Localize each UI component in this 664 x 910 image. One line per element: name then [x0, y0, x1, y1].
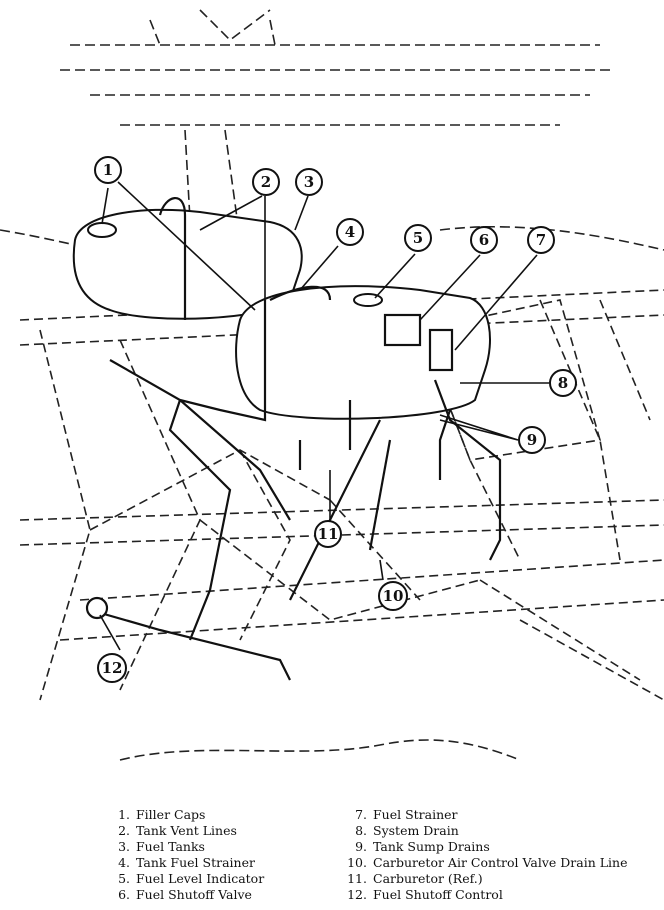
- legend-item: 3.Fuel Tanks: [118, 839, 205, 854]
- fuel-system-diagram: 1 2 3 4 5 6 7 8 9 10 11 12: [0, 9, 664, 761]
- fuel-tanks: [72, 208, 491, 420]
- legend-item: 2.Tank Vent Lines: [118, 823, 237, 838]
- svg-text:7: 7: [536, 231, 546, 249]
- svg-text:9: 9: [527, 431, 537, 449]
- callout-10: 10: [378, 581, 408, 611]
- fuel-lines: [85, 197, 502, 681]
- svg-text:4: 4: [345, 223, 355, 241]
- fuel-shutoff-valve-body: [383, 313, 422, 347]
- legend-item: 5.Fuel Level Indicator: [118, 871, 265, 886]
- callout-3: 3: [295, 168, 323, 196]
- legend-item: 11.Carburetor (Ref.): [347, 871, 483, 886]
- svg-text:1: 1: [103, 161, 113, 179]
- svg-text:10: 10: [383, 587, 404, 605]
- svg-text:12: 12: [102, 659, 123, 677]
- fuel-strainer-body: [428, 328, 454, 372]
- callout-5: 5: [404, 224, 432, 252]
- svg-text:6: 6: [479, 231, 489, 249]
- callout-1: 1: [94, 156, 122, 184]
- legend-item: 4.Tank Fuel Strainer: [118, 855, 255, 870]
- legend-item: 12.Fuel Shutoff Control: [347, 887, 503, 902]
- legend-item: 7.Fuel Strainer: [355, 807, 458, 822]
- svg-text:11: 11: [318, 525, 339, 543]
- svg-text:5: 5: [413, 229, 423, 247]
- legend-left-column: 1.Filler Caps 2.Tank Vent Lines 3.Fuel T…: [108, 807, 328, 903]
- legend-item: 1.Filler Caps: [118, 807, 206, 822]
- legend-item: 6.Fuel Shutoff Valve: [118, 887, 252, 902]
- callout-6: 6: [470, 226, 498, 254]
- filler-cap-left: [87, 222, 117, 238]
- callout-4: 4: [336, 218, 364, 246]
- fuel-shutoff-control-knob: [85, 596, 109, 620]
- legend-item: 10.Carburetor Air Control Valve Drain Li…: [347, 855, 628, 870]
- leader-lines: [99, 181, 549, 651]
- callout-7: 7: [527, 226, 555, 254]
- legend-item: 9.Tank Sump Drains: [355, 839, 490, 854]
- svg-text:8: 8: [558, 374, 568, 392]
- callout-12: 12: [97, 653, 127, 683]
- callout-9: 9: [518, 426, 546, 454]
- callout-2: 2: [252, 168, 280, 196]
- callout-11: 11: [314, 520, 342, 548]
- legend-item: 8.System Drain: [355, 823, 459, 838]
- svg-text:3: 3: [304, 173, 314, 191]
- airframe-truss: [19, 289, 664, 701]
- svg-text:2: 2: [261, 173, 271, 191]
- callout-8: 8: [549, 369, 577, 397]
- legend-right-column: 7.Fuel Strainer 8.System Drain 9.Tank Su…: [345, 807, 655, 903]
